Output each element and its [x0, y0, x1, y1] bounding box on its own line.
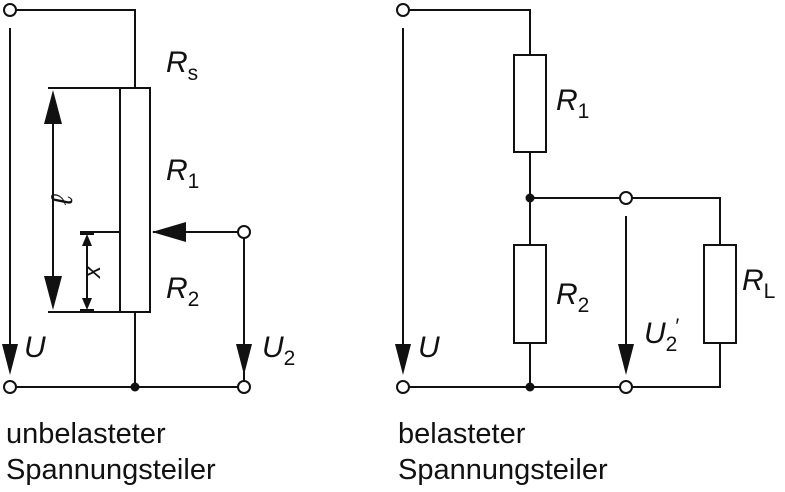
- left-caption-line2: Spannungsteiler: [6, 454, 216, 486]
- u2-label: U2: [262, 331, 295, 370]
- left-junction-dot: [130, 382, 140, 392]
- right-r1-resistor: [513, 54, 547, 153]
- left-caption-line1: unbelasteter: [6, 418, 166, 450]
- left-r2-label: R2: [166, 272, 199, 311]
- length-arrow-up-icon: [44, 90, 62, 124]
- rs-label: Rs: [166, 46, 198, 85]
- x-arrow-up-icon: [82, 234, 92, 246]
- left-top-terminal: [3, 3, 17, 17]
- u2-prime-arrow-icon: [618, 344, 634, 375]
- x-arrow-down-icon: [82, 298, 92, 310]
- u2-arrow-icon: [236, 344, 252, 375]
- right-top-wire: [408, 9, 531, 55]
- rs-resistor: [119, 87, 151, 313]
- left-output-bottom-terminal: [237, 380, 251, 394]
- rl-label: RL: [742, 264, 775, 303]
- left-bottom-terminal: [3, 380, 17, 394]
- loaded-divider-circuit: R1 R2 RL U U2′ belasteter Spannungsteile…: [395, 3, 775, 486]
- right-u-label: U: [418, 331, 440, 364]
- rl-resistor: [703, 244, 737, 344]
- right-top-terminal: [396, 3, 410, 17]
- left-output-top-terminal: [237, 225, 251, 239]
- right-r2-label: R2: [556, 278, 589, 317]
- right-tap-junction-dot: [525, 193, 535, 203]
- right-bottom-junction-dot: [525, 382, 535, 392]
- left-u-label: U: [24, 331, 46, 364]
- left-r1-label: R1: [166, 154, 199, 193]
- right-output-top-terminal: [619, 191, 633, 205]
- x-label: x: [79, 265, 106, 279]
- unloaded-divider-circuit: Rs R1 R2 U U2 ℓ x unbelasteter Spannungs…: [2, 3, 295, 486]
- left-u-arrow-icon: [2, 344, 18, 375]
- left-top-wire: [15, 9, 136, 88]
- right-output-bottom-terminal: [619, 380, 633, 394]
- wiper-arrow-icon: [152, 222, 186, 242]
- right-u-arrow-icon: [395, 344, 411, 375]
- right-bottom-terminal: [396, 380, 410, 394]
- right-r1-label: R1: [556, 84, 589, 123]
- right-r2-resistor: [513, 244, 547, 344]
- right-caption-line1: belasteter: [398, 418, 526, 450]
- u2-prime-label: U2′: [644, 315, 679, 356]
- right-tap-to-rl-wire: [632, 197, 721, 245]
- right-caption-line2: Spannungsteiler: [398, 454, 608, 486]
- right-rl-bottom-wire: [632, 343, 721, 388]
- length-label: ℓ: [46, 194, 79, 206]
- length-arrow-down-icon: [44, 276, 62, 310]
